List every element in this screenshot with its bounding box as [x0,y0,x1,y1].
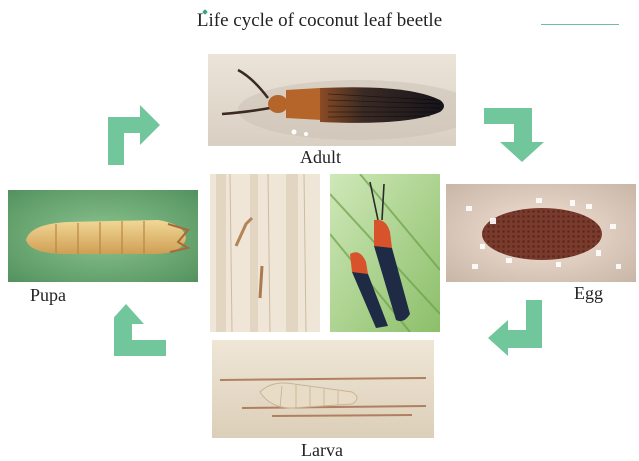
center-left-photo [210,174,320,332]
pupa-label: Pupa [30,285,66,306]
center-right-photo [330,174,440,332]
adult-photo [208,54,456,146]
title-accent-line [541,24,619,25]
pupa-photo [8,190,198,282]
egg-label: Egg [574,283,603,304]
egg-photo [446,184,636,282]
adult-label: Adult [300,147,341,168]
arrow-left-icon [488,300,542,356]
larva-photo [212,340,434,438]
larva-label: Larva [301,440,343,461]
arrow-down-icon [484,108,544,162]
arrow-up-icon [114,304,166,356]
diagram-title: Life cycle of coconut leaf beetle [0,10,639,32]
arrow-right-icon [108,105,160,165]
